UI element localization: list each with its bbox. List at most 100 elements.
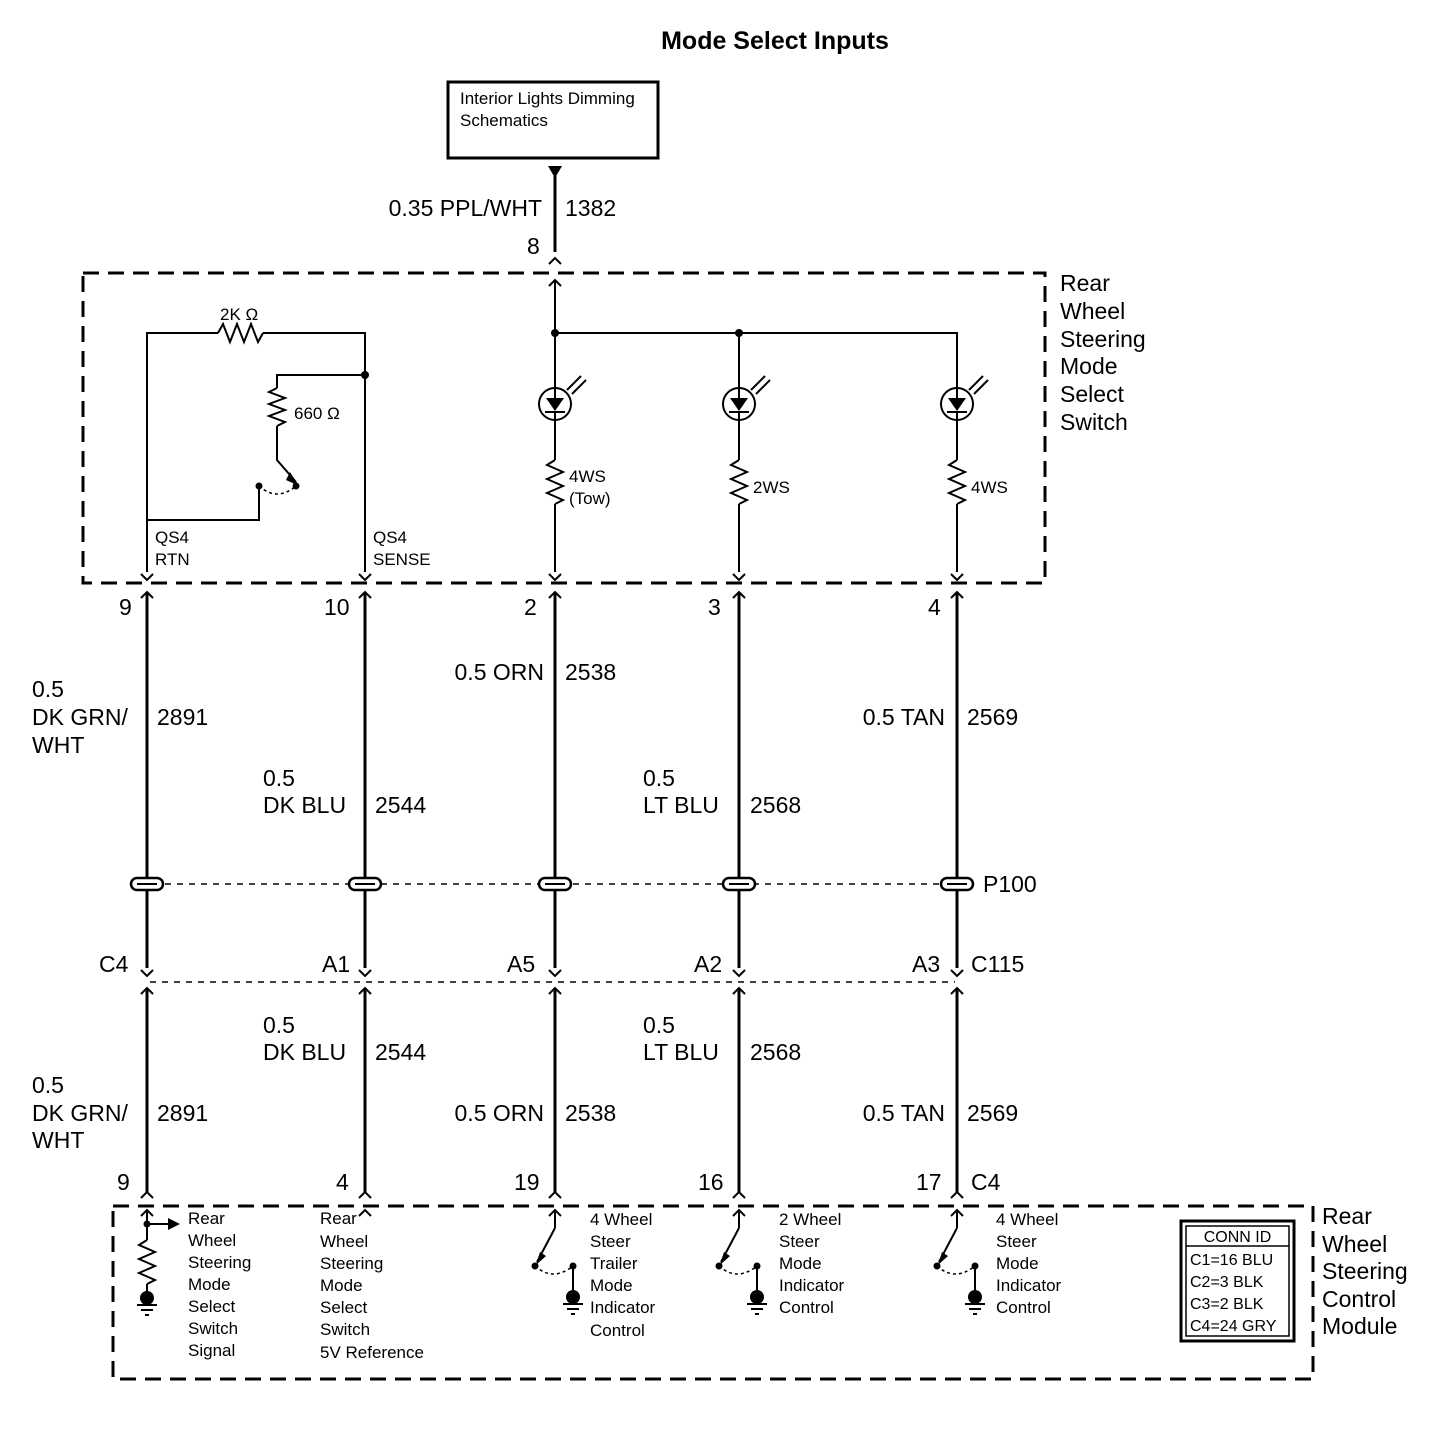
conn-id-row-1: C1=16 BLU: [1190, 1252, 1273, 1269]
lower-w3-circuit: 2568: [750, 1039, 801, 1065]
in3-line4: Mode: [590, 1276, 633, 1295]
qs4-sense-label-1: QS4: [373, 528, 407, 547]
top-wire: [548, 166, 562, 265]
conn-id-row-2: C2=3 BLK: [1190, 1274, 1264, 1291]
in4-line4: Indicator: [779, 1276, 845, 1295]
res-2k-label: 2K Ω: [220, 305, 258, 324]
mode-select-switch-boundary: [81, 271, 1047, 585]
upper-w9-color2: WHT: [32, 732, 84, 758]
in3-line3: Trailer: [590, 1254, 638, 1273]
c115-pin-a5: A5: [507, 951, 535, 977]
module-output1-switch: [531, 1208, 583, 1315]
in3-line5: Indicator: [590, 1298, 656, 1317]
upper-w9-circuit: 2891: [157, 704, 208, 730]
source-box-line1: Interior Lights Dimming: [460, 89, 635, 108]
lower-w9-color1: DK GRN/: [32, 1100, 128, 1126]
c115-pin-a2: A2: [694, 951, 722, 977]
switch-pin-10: 10: [324, 594, 350, 620]
conn-id-header: CONN ID: [1204, 1229, 1272, 1246]
in1-line5: Select: [188, 1297, 236, 1316]
module-pin-16: 16: [698, 1169, 724, 1195]
module-pin-19: 19: [514, 1169, 540, 1195]
lower-w9-size: 0.5: [32, 1072, 64, 1098]
source-schematic-box: [446, 80, 660, 160]
upper-w4-spec: 0.5 TAN: [863, 704, 945, 730]
led1-label-2: (Tow): [569, 489, 611, 508]
in5-line3: Mode: [996, 1254, 1039, 1273]
in1-line4: Mode: [188, 1275, 231, 1294]
module-input2-terminal: [358, 1208, 372, 1217]
module-pin-9: 9: [117, 1169, 130, 1195]
upper-w10-color: DK BLU: [263, 792, 346, 818]
lower-w9-circuit: 2891: [157, 1100, 208, 1126]
switch-pin-4: 4: [928, 594, 941, 620]
module-pin-4: 4: [336, 1169, 349, 1195]
c115-pin-a1: A1: [322, 951, 350, 977]
upper-w2-spec: 0.5 ORN: [455, 659, 544, 685]
lower-w10-color: DK BLU: [263, 1039, 346, 1065]
in2-line5: Select: [320, 1298, 368, 1317]
module-label-4: Control: [1322, 1286, 1396, 1312]
led3-label: 4WS: [971, 478, 1008, 497]
module-label-1: Rear: [1322, 1203, 1372, 1229]
in1-line3: Steering: [188, 1253, 251, 1272]
upper-w9-size: 0.5: [32, 676, 64, 702]
lower-w10-circuit: 2544: [375, 1039, 426, 1065]
c115-pin-c4: C4: [99, 951, 129, 977]
switch-label-2: Wheel: [1060, 298, 1125, 324]
lower-w3-size: 0.5: [643, 1012, 675, 1038]
qs4-sense-label-2: SENSE: [373, 550, 431, 569]
switch-label-6: Switch: [1060, 409, 1128, 435]
qs4-rtn-label-2: RTN: [155, 550, 190, 569]
lower-w4-circuit: 2569: [967, 1100, 1018, 1126]
led1-label-1: 4WS: [569, 467, 606, 486]
conn-id-row-3: C3=2 BLK: [1190, 1296, 1264, 1313]
switch-resistor-network: [146, 321, 369, 572]
conn-id-table: [1179, 1219, 1296, 1343]
lower-w9-color2: WHT: [32, 1127, 84, 1153]
control-module-boundary: [111, 1204, 1315, 1381]
c115-pin-a3: A3: [912, 951, 940, 977]
in4-line5: Control: [779, 1298, 834, 1317]
switch-label-5: Select: [1060, 381, 1125, 407]
in1-line1: Rear: [188, 1209, 225, 1228]
module-input1-circuit: [136, 1208, 180, 1316]
top-wire-circuit: 1382: [565, 195, 616, 221]
in2-line7: 5V Reference: [320, 1343, 424, 1362]
upper-w4-circuit: 2569: [967, 704, 1018, 730]
switch-pin-2: 2: [524, 594, 537, 620]
upper-wire-runs: [145, 592, 959, 968]
in1-line2: Wheel: [188, 1231, 236, 1250]
in1-line6: Switch: [188, 1319, 238, 1338]
splice-pack-p100: [129, 876, 975, 892]
upper-w3-color: LT BLU: [643, 792, 719, 818]
led2-label: 2WS: [753, 478, 790, 497]
splice-label: P100: [983, 871, 1037, 897]
c115-label: C115: [971, 951, 1024, 977]
lower-w4-spec: 0.5 TAN: [863, 1100, 945, 1126]
module-pin-17: 17: [916, 1169, 942, 1195]
module-output2-switch: [715, 1208, 767, 1315]
in2-line4: Mode: [320, 1276, 363, 1295]
upper-w9-color1: DK GRN/: [32, 704, 128, 730]
diagram-title: Mode Select Inputs: [661, 27, 889, 55]
module-conn-label: C4: [971, 1169, 1001, 1195]
in2-line1: Rear: [320, 1209, 357, 1228]
led-circuits: [538, 278, 989, 572]
in1-line7: Signal: [188, 1341, 235, 1360]
in3-line1: 4 Wheel: [590, 1210, 652, 1229]
upper-w2-circuit: 2538: [565, 659, 616, 685]
in3-line6: Control: [590, 1321, 645, 1340]
in2-line3: Steering: [320, 1254, 383, 1273]
in5-line2: Steer: [996, 1232, 1037, 1251]
in5-line4: Indicator: [996, 1276, 1062, 1295]
module-label-3: Steering: [1322, 1258, 1408, 1284]
switch-connector-terminals: [140, 573, 964, 599]
upper-w10-size: 0.5: [263, 765, 295, 791]
module-label-2: Wheel: [1322, 1231, 1387, 1257]
in2-line6: Switch: [320, 1320, 370, 1339]
switch-pin-3: 3: [708, 594, 721, 620]
lower-w2-spec: 0.5 ORN: [455, 1100, 544, 1126]
switch-pin-9: 9: [119, 594, 132, 620]
